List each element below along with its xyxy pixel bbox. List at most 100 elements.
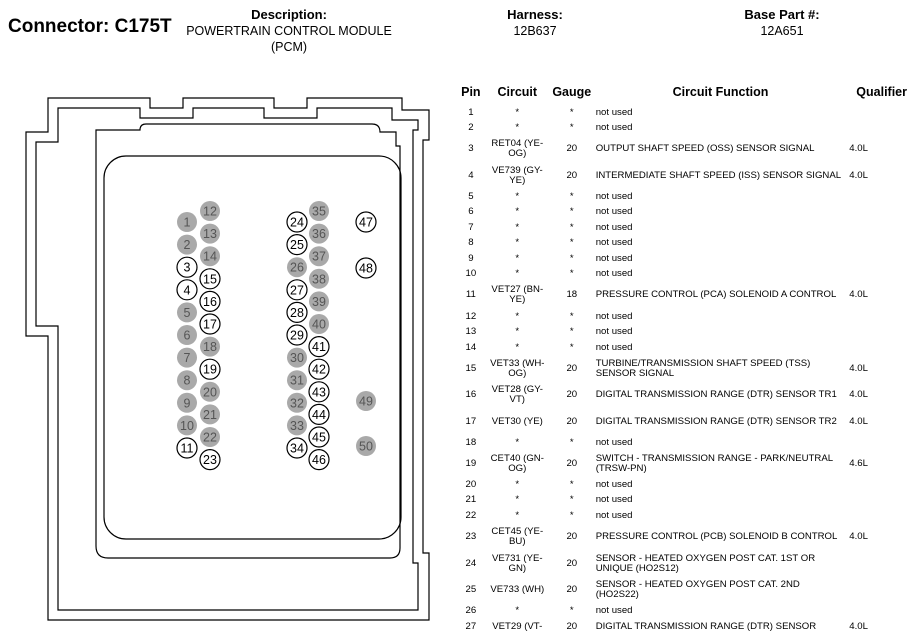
- cell-function: DIGITAL TRANSMISSION RANGE (DTR) SENSOR …: [595, 415, 837, 427]
- pin-filled-circle: [287, 415, 307, 436]
- cell-gauge: *: [569, 190, 574, 202]
- table-row: 26**not used: [457, 603, 907, 619]
- cell-qualifier: [847, 267, 907, 283]
- housing-second-outline: [35, 107, 419, 611]
- pin-number-label: 8: [184, 374, 191, 388]
- pin-12: 12: [200, 201, 220, 221]
- cell-qualifier: [847, 189, 907, 205]
- cell-circuit: *: [515, 268, 520, 280]
- pin-8: 8: [177, 370, 197, 391]
- pin-37: 37: [309, 246, 329, 267]
- pin-number-label: 39: [312, 295, 326, 309]
- pin-number-label: 17: [203, 318, 217, 332]
- housing-inner-panel: [103, 155, 402, 540]
- cell-pin: 11: [465, 289, 476, 301]
- cell-circuit: VET33 (WH-OG): [490, 357, 545, 379]
- cell-function: SENSOR - HEATED OXYGEN POST CAT. 2ND (HO…: [595, 579, 800, 601]
- cell-pin: 23: [465, 530, 477, 542]
- table-row: 18**not used: [457, 435, 907, 451]
- cell-gauge: *: [569, 206, 574, 218]
- housing-inner-outline: [95, 123, 401, 559]
- cell-pin: 5: [468, 190, 474, 202]
- cell-function: TURBINE/TRANSMISSION SHAFT SPEED (TSS) S…: [595, 357, 811, 379]
- description-value: POWERTRAIN CONTROL MODULE (PCM): [186, 24, 392, 54]
- description-label: Description:: [251, 7, 327, 22]
- pin-outline-circle: [286, 301, 308, 323]
- pin-number-label: 19: [203, 363, 217, 377]
- cell-pin: 18: [465, 436, 477, 448]
- pin-47: 47: [355, 211, 377, 233]
- cell-pin: 15: [465, 362, 477, 374]
- cell-function: not used: [595, 221, 633, 233]
- pin-outline-circle: [286, 279, 308, 301]
- cell-circuit: *: [515, 106, 520, 118]
- cell-qualifier: 4.0L: [849, 389, 868, 401]
- col-header-gauge: Gauge: [552, 85, 592, 99]
- pin-number-label: 11: [181, 442, 194, 456]
- cell-circuit: *: [515, 237, 520, 249]
- pin-number-label: 46: [312, 453, 326, 467]
- table-row: 13**not used: [457, 324, 907, 340]
- cell-function: DIGITAL TRANSMISSION RANGE (DTR) SENSOR …: [595, 389, 837, 401]
- pin-number-label: 6: [184, 329, 191, 343]
- pin-6: 6: [177, 325, 197, 345]
- harness-label: Harness:: [507, 7, 563, 22]
- pin-number-label: 32: [290, 396, 304, 410]
- cell-pin: 4: [468, 169, 474, 181]
- pin-10: 10: [177, 415, 197, 436]
- pin-outline-circle: [308, 336, 330, 358]
- cell-circuit: VET29 (VT-: [492, 620, 543, 632]
- cell-qualifier: [847, 309, 907, 325]
- cell-circuit: *: [515, 341, 520, 353]
- pin-number-label: 41: [312, 340, 326, 354]
- pin-21: 21: [200, 404, 220, 425]
- pin-number-label: 37: [312, 250, 326, 264]
- cell-circuit: VE731 (YE-GN): [491, 552, 543, 574]
- pin-number-label: 47: [359, 216, 373, 230]
- pin-43: 43: [308, 381, 330, 403]
- pin-table: Pin Circuit Gauge Circuit Function Quali…: [457, 85, 907, 634]
- pin-number-label: 2: [184, 238, 191, 252]
- cell-qualifier: [847, 493, 907, 509]
- cell-qualifier: [847, 435, 907, 451]
- cell-circuit: *: [515, 310, 520, 322]
- table-row: 1**not used: [457, 105, 907, 121]
- pin-number-label: 16: [203, 295, 217, 309]
- pin-outline-circle: [308, 358, 330, 380]
- connector-housing: [25, 97, 430, 621]
- pin-38: 38: [309, 268, 329, 289]
- cell-qualifier: 4.0L: [849, 143, 868, 155]
- cell-circuit: RET04 (YE-OG): [491, 138, 544, 160]
- pin-3: 3: [176, 256, 198, 278]
- pin-outline-circle: [199, 358, 221, 380]
- cell-qualifier: 4.0L: [849, 415, 868, 427]
- cell-gauge: *: [569, 237, 574, 249]
- cell-gauge: *: [569, 268, 574, 280]
- pin-outline-circle: [199, 268, 221, 290]
- pin-filled-circle: [287, 257, 307, 278]
- table-row: 14**not used: [457, 340, 907, 356]
- pin-31: 31: [287, 370, 307, 391]
- cell-pin: 24: [465, 557, 477, 569]
- pin-outline-circle: [308, 381, 330, 403]
- table-row: 7**not used: [457, 220, 907, 236]
- pin-filled-circle: [309, 291, 329, 312]
- pin-filled-circle: [200, 246, 220, 267]
- pin-26: 26: [287, 257, 307, 278]
- table-row: 10**not used: [457, 267, 907, 283]
- pin-7: 7: [177, 347, 197, 368]
- pin-number-label: 18: [203, 340, 217, 354]
- cell-function: not used: [595, 310, 633, 322]
- table-row: 5**not used: [457, 189, 907, 205]
- cell-qualifier: [847, 577, 907, 604]
- pin-48: 48: [355, 257, 377, 279]
- pin-49: 49: [356, 391, 376, 411]
- cell-circuit: *: [515, 605, 520, 617]
- pin-41: 41: [308, 336, 330, 358]
- table-header-row: Pin Circuit Gauge Circuit Function Quali…: [457, 85, 907, 105]
